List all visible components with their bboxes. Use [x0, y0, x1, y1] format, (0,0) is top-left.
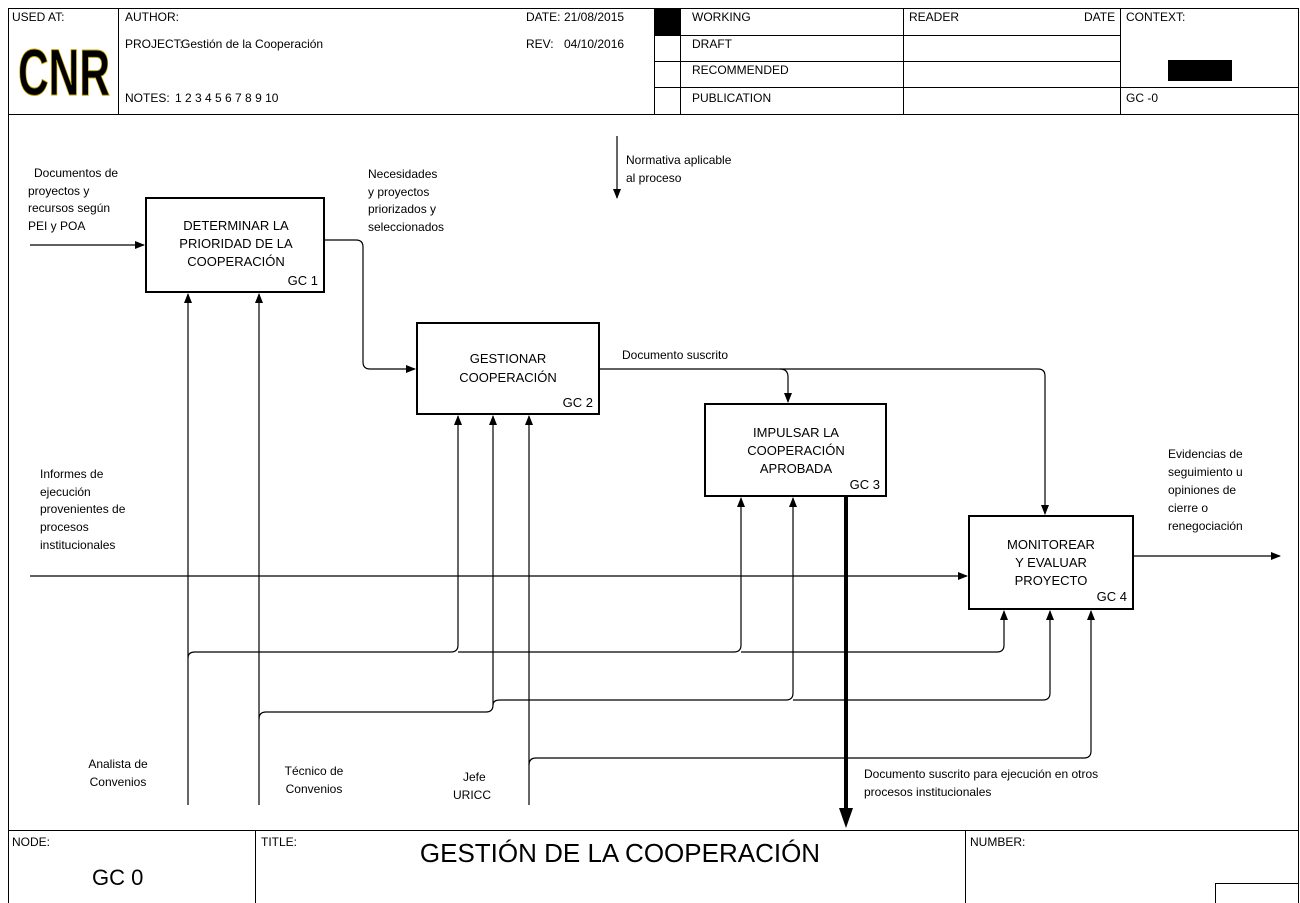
status-publication: PUBLICATION	[692, 91, 771, 105]
activity-boxes	[145, 197, 1134, 610]
status-draft: DRAFT	[692, 37, 733, 51]
label-prioritized-3: priorizados y	[368, 202, 436, 216]
mech-jefe-2: URICC	[453, 788, 491, 802]
gc3-title-line-3: APROBADA	[760, 461, 833, 476]
footer-texts: NODE: GC 0 TITLE: GESTIÓN DE LA COOPERAC…	[12, 835, 1025, 890]
label-norm-1: Normativa aplicable	[626, 153, 732, 167]
title-label: TITLE:	[261, 835, 297, 849]
footer-frame	[8, 830, 1299, 903]
mech-tecnico-2: Convenios	[286, 782, 343, 796]
author-label: AUTHOR:	[125, 10, 179, 24]
gc1-title-line-2: PRIORIDAD DE LA	[179, 236, 293, 251]
notes-value: 1 2 3 4 5 6 7 8 9 10	[175, 91, 279, 105]
project-label: PROJECT:	[125, 37, 183, 51]
status-working: WORKING	[692, 10, 751, 24]
reader-date-label: DATE	[1084, 10, 1115, 24]
arrow-mech-tecnico-gc4	[793, 610, 1054, 701]
gc3-id: GC 3	[850, 477, 880, 492]
status-recommended: RECOMMENDED	[692, 63, 789, 77]
arrow-mech-analista-gc4	[741, 610, 1008, 653]
label-reports-2: ejecución	[40, 485, 91, 499]
gc1-title-line-1: DETERMINAR LA	[183, 218, 289, 233]
label-prioritized-1: Necesidades	[368, 167, 437, 181]
gc4-title-line-2: Y EVALUAR	[1015, 555, 1087, 570]
date-value: 21/08/2015	[564, 10, 624, 24]
arrow-mech-jefe-gc4	[528, 610, 1095, 766]
arrow-prioritized	[324, 239, 416, 373]
gc3-title-line-2: COOPERACIÓN	[747, 443, 845, 458]
arrow-mech-tecnico-gc3	[492, 497, 797, 706]
gc4-title-line-1: MONITOREAR	[1007, 537, 1095, 552]
number-label: NUMBER:	[970, 835, 1025, 849]
rev-label: REV:	[526, 37, 554, 51]
gc2-title-line-2: COOPERACIÓN	[459, 370, 557, 385]
arrow-labels: Documentos de proyectos y recursos según…	[28, 153, 1243, 799]
gc4-id: GC 4	[1097, 589, 1127, 604]
arrow-signed-doc-to-gc3	[779, 368, 792, 403]
logo-text: CNR	[18, 35, 110, 109]
label-signed-doc: Documento suscrito	[622, 348, 728, 362]
used-at-label: USED AT:	[12, 10, 64, 24]
label-evidence-4: cierre o	[1168, 501, 1208, 515]
label-input-docs-3: recursos según	[28, 201, 110, 215]
gc1-id: GC 1	[288, 273, 318, 288]
context-thumbnail	[1168, 60, 1232, 81]
label-input-docs-2: proyectos y	[28, 184, 89, 198]
header-texts: USED AT: AUTHOR: PROJECT: Gestión de la …	[12, 10, 1185, 105]
activity-box-gc2	[416, 322, 600, 415]
arrow-mech-analista-gc2	[187, 415, 462, 659]
diagram-title: GESTIÓN DE LA COOPERACIÓN	[420, 838, 820, 868]
gc4-title-line-3: PROYECTO	[1015, 573, 1088, 588]
mech-analista-1: Analista de	[88, 757, 148, 771]
node-label: NODE:	[12, 835, 50, 849]
activity-box-gc1	[145, 197, 325, 293]
node-value: GC 0	[92, 865, 143, 890]
arrow-mech-analista-gc3	[458, 497, 745, 653]
gc2-title-line-1: GESTIONAR	[470, 351, 547, 366]
header-frame	[8, 8, 1299, 903]
label-prioritized-2: y proyectos	[368, 185, 429, 199]
gc3-title-line-1: IMPULSAR LA	[753, 425, 839, 440]
rev-value: 04/10/2016	[564, 37, 624, 51]
working-status-marker	[655, 9, 680, 35]
mech-jefe-1: Jefe	[463, 770, 486, 784]
label-evidence-5: renegociación	[1168, 519, 1243, 533]
label-input-docs-1: Documentos de	[34, 166, 118, 180]
label-input-docs-4: PEI y POA	[28, 219, 85, 233]
label-reports-1: Informes de	[40, 467, 104, 481]
label-evidence-2: seguimiento u	[1168, 465, 1243, 479]
mech-tecnico-1: Técnico de	[285, 764, 344, 778]
label-output-doc-2: procesos institucionales	[864, 785, 991, 799]
label-prioritized-4: seleccionados	[368, 220, 444, 234]
label-reports-3: provenientes de	[40, 502, 126, 516]
project-value: Gestión de la Cooperación	[181, 37, 323, 51]
label-reports-5: institucionales	[40, 538, 115, 552]
gc2-id: GC 2	[563, 395, 593, 410]
activity-box-gc4	[968, 515, 1134, 610]
activity-texts: DETERMINAR LA PRIORIDAD DE LA COOPERACIÓ…	[179, 218, 1127, 604]
context-label: CONTEXT:	[1126, 10, 1185, 24]
arrow-mech-tecnico-gc2	[258, 415, 497, 720]
cnr-logo: CNR	[18, 35, 111, 110]
label-evidence-1: Evidencias de	[1168, 447, 1243, 461]
label-output-doc-1: Documento suscrito para ejecución en otr…	[864, 767, 1098, 781]
mech-analista-2: Convenios	[90, 775, 147, 789]
arrow-signed-doc-to-gc4	[599, 368, 1049, 515]
arrows	[30, 136, 1281, 805]
gc1-title-line-3: COOPERACIÓN	[187, 254, 285, 269]
date-label: DATE:	[526, 10, 560, 24]
label-norm-2: al proceso	[626, 171, 682, 185]
notes-label: NOTES:	[125, 91, 170, 105]
label-reports-4: procesos	[40, 520, 89, 534]
label-evidence-3: opiniones de	[1168, 483, 1236, 497]
reader-label: READER	[909, 10, 959, 24]
mechanism-labels: Analista de Convenios Técnico de Conveni…	[88, 757, 491, 802]
activity-box-gc3	[704, 403, 887, 497]
arrow-output-doc-head	[839, 808, 853, 828]
context-node: GC -0	[1126, 91, 1158, 105]
